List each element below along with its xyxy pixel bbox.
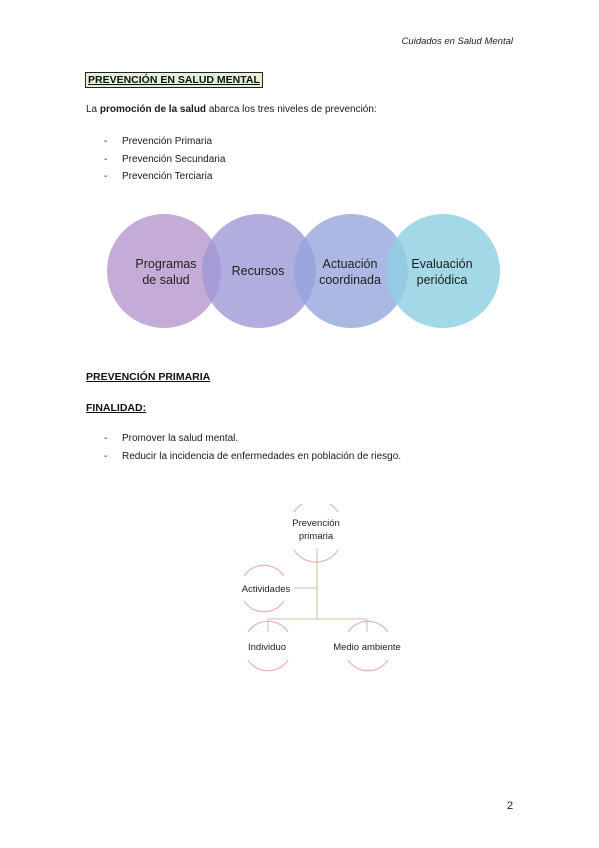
intro-prefix: La [86, 104, 100, 115]
tree-arc-actividades-top [243, 564, 285, 577]
tree-arc-medio-bottom [347, 659, 389, 672]
tree-arc-medio-top [347, 620, 389, 633]
section-title-prevencion-primaria: PREVENCIÓN PRIMARIA [86, 371, 211, 383]
primary-prevention-tree: Prevención primaria Actividades Individu… [242, 504, 401, 672]
tree-node-root-line1: Prevención [292, 518, 340, 529]
venn-label-actuacion-1: Actuación [323, 257, 378, 271]
tree-connectors [267, 548, 368, 632]
tree-arc-root-bottom [293, 549, 339, 563]
intro-bold-term: promoción de la salud [99, 104, 207, 115]
list-item: Prevención Primaria [86, 133, 225, 151]
tree-arc-individuo-top [247, 620, 289, 633]
venn-label-recursos: Recursos [232, 264, 285, 278]
list-item: Prevención Terciaria [86, 168, 225, 186]
venn-label-programas-1: Programas [135, 257, 196, 271]
venn-circle-recursos [202, 214, 316, 328]
list-item: Prevención Secundaria [86, 151, 225, 169]
venn-label-evaluacion-2: periódica [417, 273, 468, 287]
page-number: 2 [507, 800, 514, 812]
intro-suffix: abarca los tres niveles de prevención: [206, 104, 377, 115]
list-item: Promover la salud mental. [86, 430, 401, 448]
finalidad-list: Promover la salud mental. Reducir la inc… [86, 430, 401, 465]
tree-node-actividades: Actividades [242, 584, 291, 595]
tree-node-individuo: Individuo [248, 642, 286, 653]
venn-label-evaluacion-1: Evaluación [411, 257, 472, 271]
tree-arc-root-top [293, 504, 339, 513]
venn-label-actuacion-2: coordinada [319, 273, 381, 287]
venn-diagram: Programas de salud Recursos Actuación co… [107, 214, 500, 328]
venn-label-programas-2: de salud [142, 273, 189, 287]
list-item: Reducir la incidencia de enfermedades en… [86, 448, 401, 466]
tree-arc-actividades-bottom [243, 600, 285, 613]
tree-node-medio-ambiente: Medio ambiente [333, 642, 401, 653]
prevention-levels-list: Prevención Primaria Prevención Secundari… [86, 133, 225, 186]
venn-circle-programas [107, 214, 221, 328]
venn-circle-actuacion [294, 214, 408, 328]
tree-node-root-line2: primaria [299, 531, 334, 542]
intro-paragraph: La promoción de la salud abarca los tres… [86, 104, 377, 115]
subtitle-finalidad: FINALIDAD: [86, 402, 147, 414]
venn-circle-evaluacion [386, 214, 500, 328]
section-title-prevencion-salud-mental: PREVENCIÓN EN SALUD MENTAL [85, 72, 263, 88]
tree-node-arcs [243, 504, 389, 672]
tree-arc-individuo-bottom [247, 659, 289, 672]
running-header: Cuidados en Salud Mental [401, 36, 513, 47]
